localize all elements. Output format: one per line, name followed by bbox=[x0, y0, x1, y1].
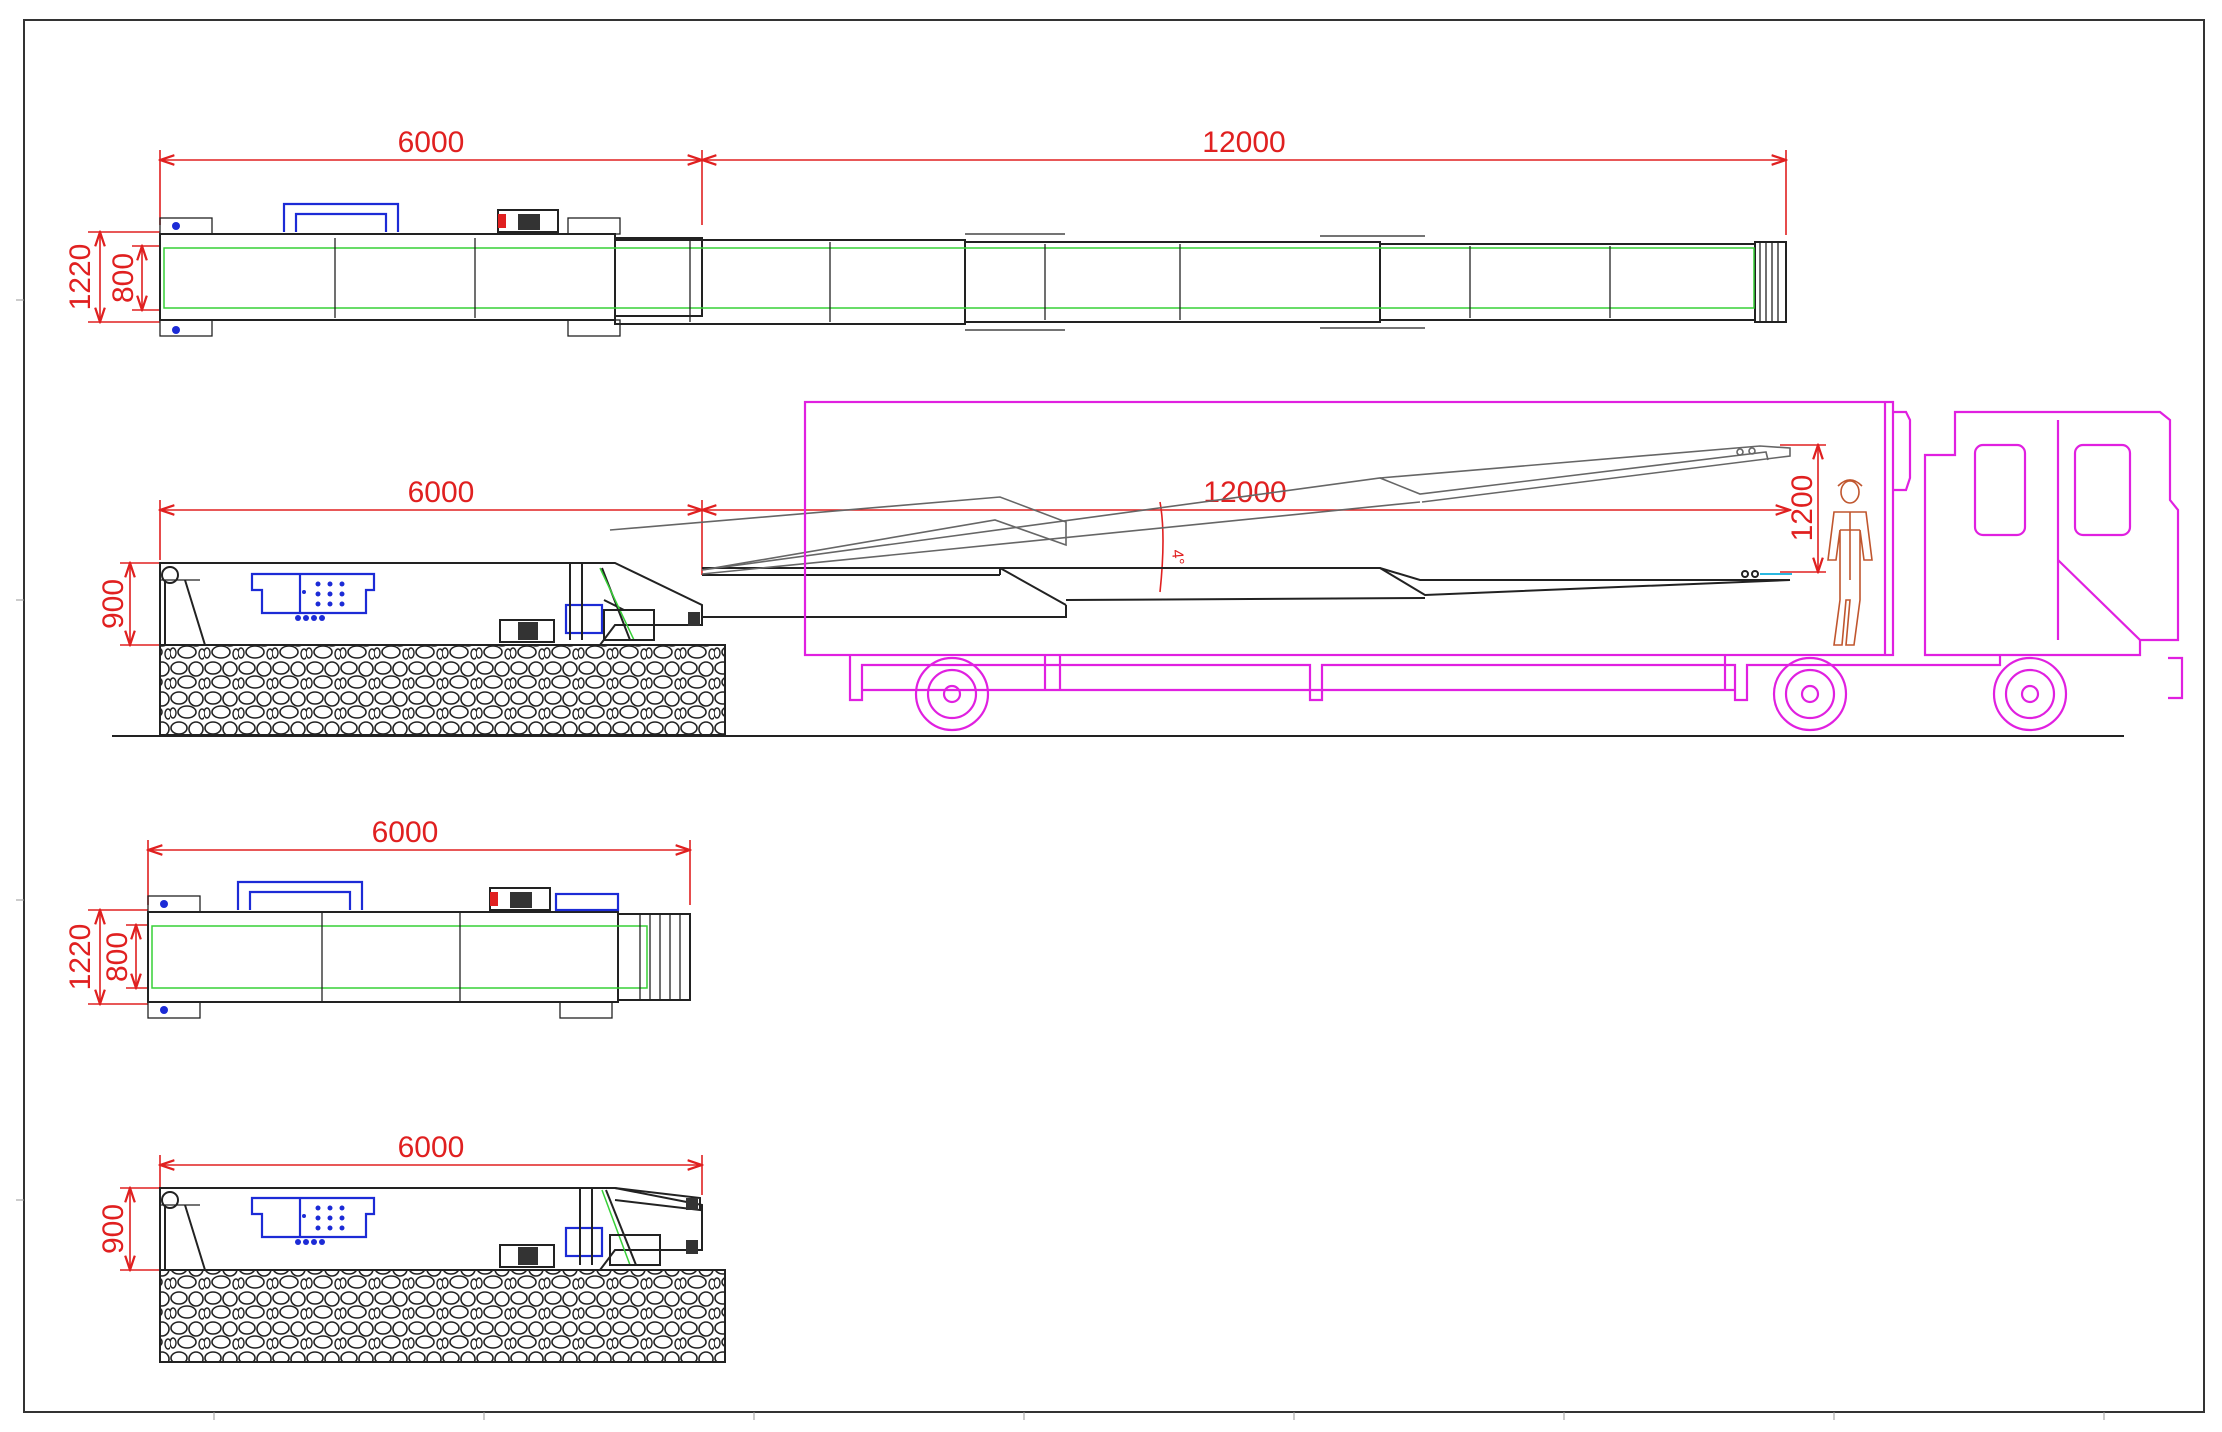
dim-top-extension: 12000 bbox=[1202, 126, 1285, 159]
top-view-retracted: 6000 1220 800 bbox=[64, 816, 690, 1019]
dim-side-retracted-height: 900 bbox=[97, 1204, 130, 1254]
side-view-retracted: 6000 900 bbox=[97, 1131, 726, 1363]
dim-top-retracted-base: 6000 bbox=[372, 816, 439, 849]
dim-side-height: 900 bbox=[97, 579, 130, 629]
dim-side-lift: 1200 bbox=[1786, 475, 1819, 542]
dim-top-retracted-belt: 800 bbox=[101, 932, 134, 982]
dim-top-retracted-outer: 1220 bbox=[64, 924, 97, 991]
dim-side-retracted-base: 6000 bbox=[398, 1131, 465, 1164]
side-view-extended: 6000 12000 900 1200 4° bbox=[97, 400, 2184, 737]
dim-top-width-outer: 1220 bbox=[64, 244, 97, 311]
angle-label: 4° bbox=[1168, 549, 1186, 566]
stone-foundation-retracted bbox=[159, 1269, 726, 1363]
stone-foundation bbox=[159, 644, 726, 736]
drawing-border bbox=[23, 19, 2205, 1413]
truck bbox=[803, 400, 2184, 732]
border-ticks bbox=[16, 299, 2105, 1420]
top-view-extended: 6000 12000 1220 800 bbox=[64, 126, 1786, 337]
person-figure bbox=[1827, 479, 1873, 646]
dim-top-base: 6000 bbox=[398, 126, 465, 159]
dim-top-width-belt: 800 bbox=[107, 253, 140, 303]
dim-side-base: 6000 bbox=[408, 476, 475, 509]
